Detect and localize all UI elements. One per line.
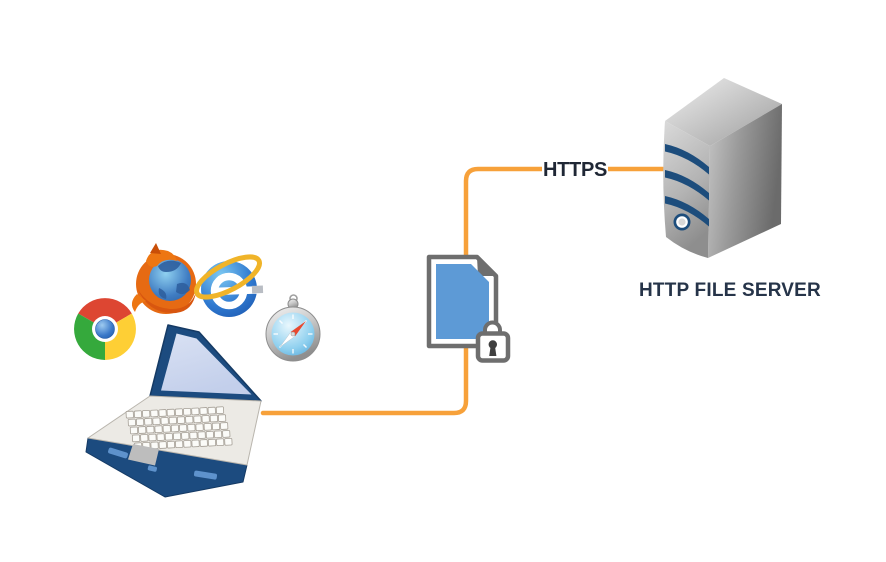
chrome-icon [74,298,136,360]
edge-label-backdrop [542,156,608,180]
server-label: HTTP FILE SERVER [639,280,821,301]
laptop-keyboard [125,406,233,451]
internet-explorer-icon [193,254,264,317]
https-label: HTTPS [543,159,607,181]
secure-document-icon [426,254,511,363]
laptop-icon [85,324,262,498]
padlock-icon [475,320,511,363]
server-icon [663,78,782,258]
firefox-icon [131,243,196,314]
safari-icon [265,294,321,362]
